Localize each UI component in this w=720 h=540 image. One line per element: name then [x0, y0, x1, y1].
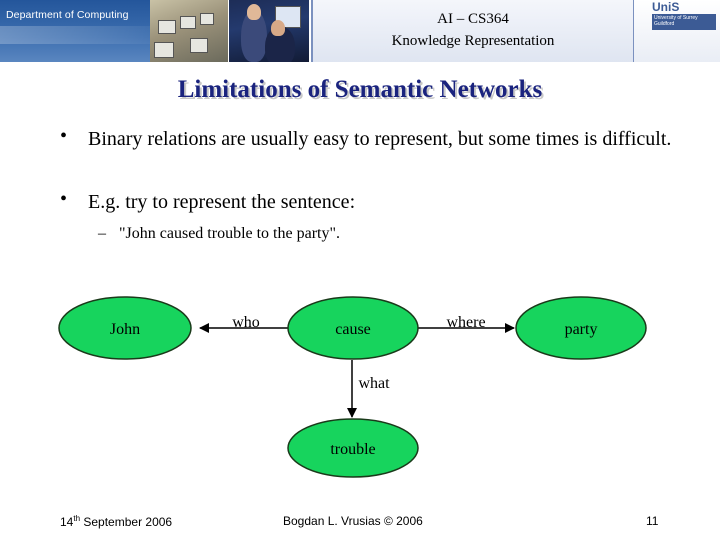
footer-date-rest: September 2006	[80, 515, 172, 529]
footer-author: Bogdan L. Vrusias © 2006	[283, 514, 423, 528]
node-label-party: party	[565, 321, 598, 338]
footer-date-day: 14	[60, 515, 73, 529]
edge-label-what: what	[358, 375, 390, 392]
footer-date: 14th September 2006	[60, 514, 172, 529]
node-label-john: John	[110, 321, 140, 338]
node-label-trouble: trouble	[330, 441, 375, 458]
edge-label-who: who	[232, 314, 260, 331]
edge-label-where: where	[446, 314, 485, 331]
node-label-cause: cause	[335, 321, 371, 338]
page-number: 11	[646, 514, 658, 528]
